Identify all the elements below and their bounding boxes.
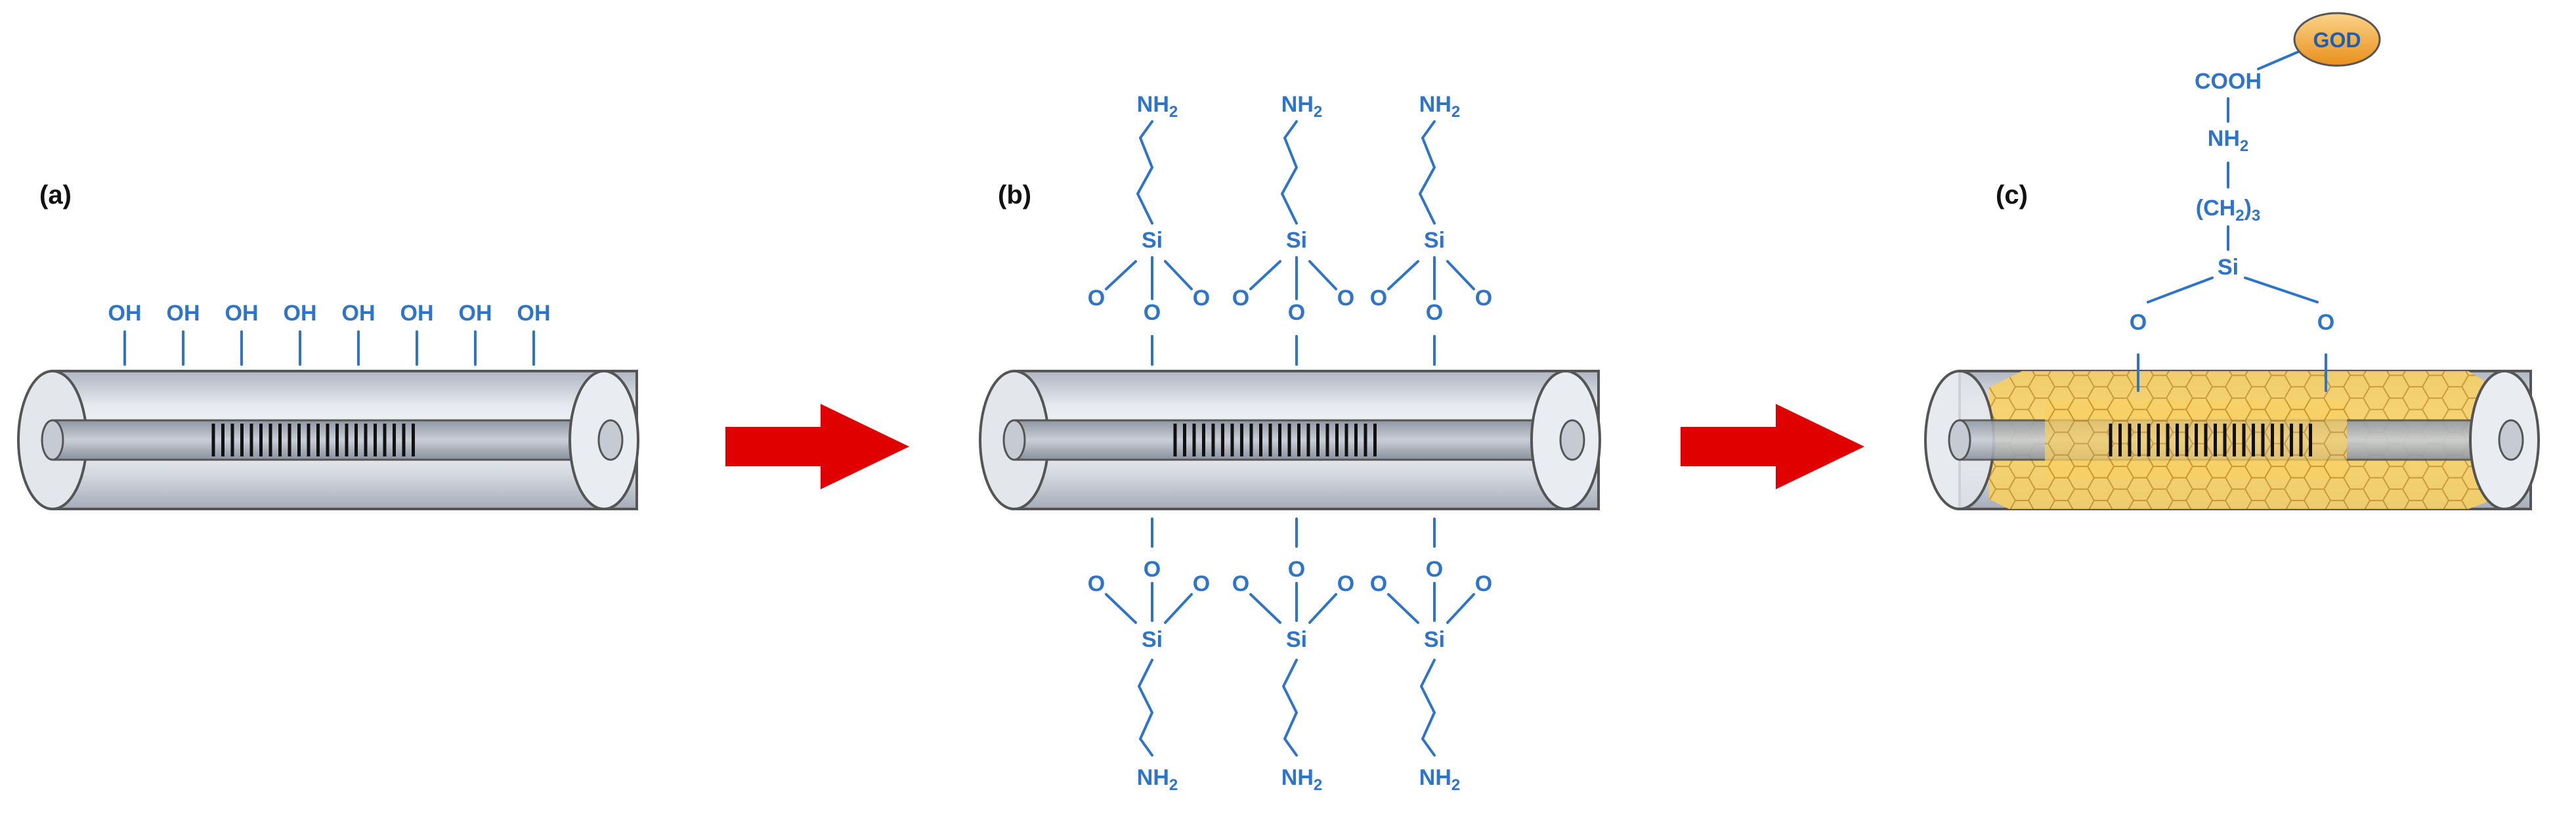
panel-label-c: (c) bbox=[1996, 181, 2028, 210]
oxygen-label: O bbox=[1232, 286, 1249, 311]
hydroxyl-groups: OH OH OH OH OH OH OH OH bbox=[108, 301, 551, 366]
oxygen-label: O bbox=[2130, 310, 2147, 335]
fiber-c bbox=[1924, 370, 2540, 510]
oxygen-label: O bbox=[1088, 286, 1105, 311]
silicon-label: Si bbox=[1286, 228, 1307, 253]
amine-label: NH2 bbox=[1137, 92, 1178, 121]
propyl-chain bbox=[1281, 120, 1298, 225]
propyl-chain bbox=[1420, 659, 1436, 757]
glucose-oxidase-enzyme bbox=[2293, 12, 2381, 67]
propyl-chain bbox=[1136, 120, 1153, 225]
silicon-label: Si bbox=[1142, 627, 1163, 652]
hydroxyl-label: OH bbox=[400, 301, 434, 326]
oxygen-label: O bbox=[1370, 286, 1387, 311]
oxygen-label: O bbox=[1475, 571, 1492, 596]
panel-label-b: (b) bbox=[998, 181, 1031, 210]
silicon-label: Si bbox=[1424, 228, 1445, 253]
oxygen-label: O bbox=[1337, 571, 1354, 596]
oxygen-label: O bbox=[1288, 300, 1305, 325]
oxygen-label: O bbox=[1475, 286, 1492, 311]
oxygen-label: O bbox=[1144, 557, 1161, 582]
oxygen-label: O bbox=[1370, 571, 1387, 596]
oxygen-label: O bbox=[1426, 300, 1443, 325]
propyl-chain bbox=[1138, 659, 1153, 757]
amine-label: NH2 bbox=[1281, 92, 1322, 121]
oxygen-label: O bbox=[1144, 300, 1161, 325]
hydroxyl-label: OH bbox=[517, 301, 551, 326]
oxygen-label: O bbox=[1426, 557, 1443, 582]
oxygen-label: O bbox=[1193, 286, 1210, 311]
amine-label: NH2 bbox=[1419, 92, 1460, 121]
amine-label: NH2 bbox=[1137, 765, 1178, 794]
right-arrow-icon bbox=[725, 404, 909, 489]
enzyme-label: GOD bbox=[2313, 28, 2361, 52]
silicon-label: Si bbox=[2218, 255, 2239, 280]
hydroxyl-label: OH bbox=[342, 301, 376, 326]
amine-label: NH2 bbox=[1419, 765, 1460, 794]
hydroxyl-label: OH bbox=[459, 301, 492, 326]
fiber-bragg-grating-icon bbox=[211, 424, 415, 456]
god-linker-chain: O O Si (CH2)3 NH2 COOH GOD bbox=[2130, 12, 2381, 392]
fiber-a bbox=[17, 370, 639, 510]
amine-label: NH2 bbox=[2208, 126, 2248, 155]
hydroxyl-label: OH bbox=[284, 301, 317, 326]
methylene-chain-label: (CH2)3 bbox=[2196, 196, 2260, 225]
fiber-bragg-grating-icon-c bbox=[2109, 424, 2312, 456]
oxygen-label: O bbox=[1193, 571, 1210, 596]
oxygen-label: O bbox=[1337, 286, 1354, 311]
right-arrow-icon-2 bbox=[1681, 404, 1864, 489]
propyl-chain bbox=[1282, 659, 1298, 757]
oxygen-label: O bbox=[1288, 557, 1305, 582]
fiber-b bbox=[979, 370, 1601, 510]
panel-label-a: (a) bbox=[39, 181, 72, 210]
silicon-label: Si bbox=[1286, 627, 1307, 652]
hydroxyl-label: OH bbox=[108, 301, 142, 326]
hydroxyl-label: OH bbox=[225, 301, 259, 326]
fiber-bragg-grating-icon-b bbox=[1173, 424, 1377, 456]
hydroxyl-label: OH bbox=[167, 301, 200, 326]
oxygen-label: O bbox=[1232, 571, 1249, 596]
propyl-chain bbox=[1419, 120, 1436, 225]
silicon-label: Si bbox=[1142, 228, 1163, 253]
silicon-label: Si bbox=[1424, 627, 1445, 652]
oxygen-label: O bbox=[2317, 310, 2334, 335]
carboxyl-label: COOH bbox=[2195, 69, 2262, 94]
amine-label: NH2 bbox=[1281, 765, 1322, 794]
oxygen-label: O bbox=[1088, 571, 1105, 596]
